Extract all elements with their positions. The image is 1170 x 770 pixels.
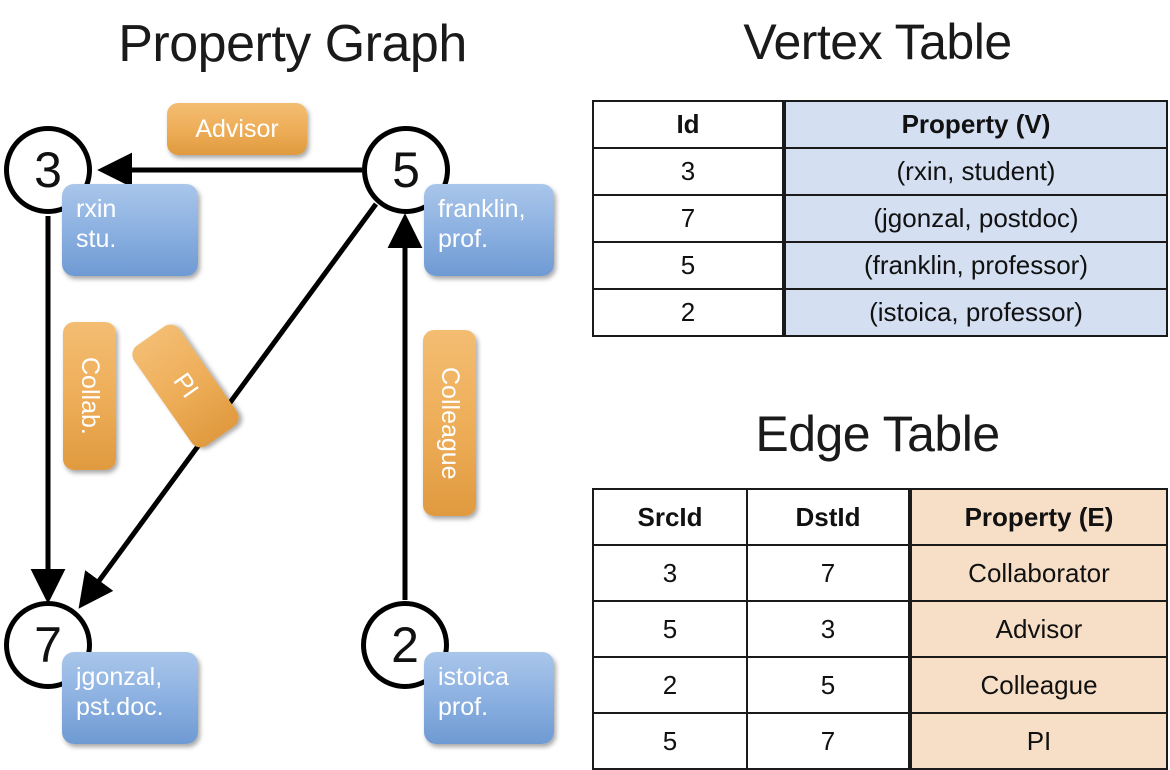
vertex-cell-id: 2 — [592, 288, 785, 337]
edge-cell-srcid: 5 — [592, 600, 748, 658]
node-label-franklin-line1: franklin, — [438, 195, 526, 223]
edge-cell-property: Collaborator — [908, 544, 1168, 602]
table-row[interactable]: 2 5 Colleague — [592, 656, 1168, 714]
table-row[interactable]: 5 7 PI — [592, 712, 1168, 770]
edge-table-header-row: SrcId DstId Property (E) — [592, 488, 1168, 546]
vertex-table-header-property: Property (V) — [782, 100, 1168, 149]
node-label-franklin: franklin, prof. — [424, 184, 554, 276]
edge-cell-dstid: 7 — [746, 712, 911, 770]
table-row[interactable]: 2 (istoica, professor) — [592, 288, 1168, 337]
node-label-rxin-line1: rxin — [76, 195, 117, 223]
graph-node-3[interactable]: 3 — [4, 126, 92, 214]
vertex-cell-property: (istoica, professor) — [782, 288, 1168, 337]
node-label-istoica: istoica prof. — [424, 652, 554, 744]
vertex-cell-property: (rxin, student) — [782, 147, 1168, 196]
node-label-istoica-line1: istoica — [438, 663, 509, 691]
edge-table-header-property: Property (E) — [908, 488, 1168, 546]
table-row[interactable]: 5 3 Advisor — [592, 600, 1168, 658]
node-label-franklin-line2: prof. — [438, 225, 489, 253]
edge-table-header-dstid: DstId — [746, 488, 911, 546]
edge-table-header-srcid: SrcId — [592, 488, 748, 546]
node-label-jgonzal-line1: jgonzal, — [76, 663, 163, 691]
edge-cell-srcid: 3 — [592, 544, 748, 602]
table-row[interactable]: 3 (rxin, student) — [592, 147, 1168, 196]
vertex-cell-id: 5 — [592, 241, 785, 290]
vertex-cell-id: 3 — [592, 147, 785, 196]
graph-node-5[interactable]: 5 — [362, 126, 450, 214]
node-label-rxin: rxin stu. — [62, 184, 198, 276]
vertex-table-header-id: Id — [592, 100, 785, 149]
page-title-edge-table: Edge Table — [755, 406, 1000, 462]
edge-cell-property: PI — [908, 712, 1168, 770]
property-graph-diagram: 3 5 7 2 rxin stu. franklin, prof. jgonza… — [0, 80, 585, 760]
edge-cell-srcid: 2 — [592, 656, 748, 714]
node-label-jgonzal-line2: pst.doc. — [76, 693, 164, 721]
node-label-jgonzal: jgonzal, pst.doc. — [62, 652, 198, 744]
edge-label-collab: Collab. — [63, 322, 116, 470]
table-row[interactable]: 7 (jgonzal, postdoc) — [592, 194, 1168, 243]
vertex-cell-property: (jgonzal, postdoc) — [782, 194, 1168, 243]
vertex-cell-property: (franklin, professor) — [782, 241, 1168, 290]
edge-cell-dstid: 5 — [746, 656, 911, 714]
vertex-table-header-row: Id Property (V) — [592, 100, 1168, 149]
edge-cell-srcid: 5 — [592, 712, 748, 770]
vertex-cell-id: 7 — [592, 194, 785, 243]
page-title-vertex-table: Vertex Table — [743, 14, 1012, 70]
table-row[interactable]: 5 (franklin, professor) — [592, 241, 1168, 290]
edge-label-advisor: Advisor — [167, 103, 307, 155]
edge-cell-property: Advisor — [908, 600, 1168, 658]
edge-cell-property: Colleague — [908, 656, 1168, 714]
page-title-property-graph: Property Graph — [118, 15, 467, 73]
vertex-table: Id Property (V) 3 (rxin, student) 7 (jgo… — [592, 100, 1168, 337]
node-label-rxin-line2: stu. — [76, 225, 117, 253]
edge-table: SrcId DstId Property (E) 3 7 Collaborato… — [592, 488, 1168, 770]
table-row[interactable]: 3 7 Collaborator — [592, 544, 1168, 602]
edge-cell-dstid: 7 — [746, 544, 911, 602]
node-label-istoica-line2: prof. — [438, 693, 489, 721]
edge-label-colleague: Colleague — [423, 330, 476, 516]
edge-cell-dstid: 3 — [746, 600, 911, 658]
